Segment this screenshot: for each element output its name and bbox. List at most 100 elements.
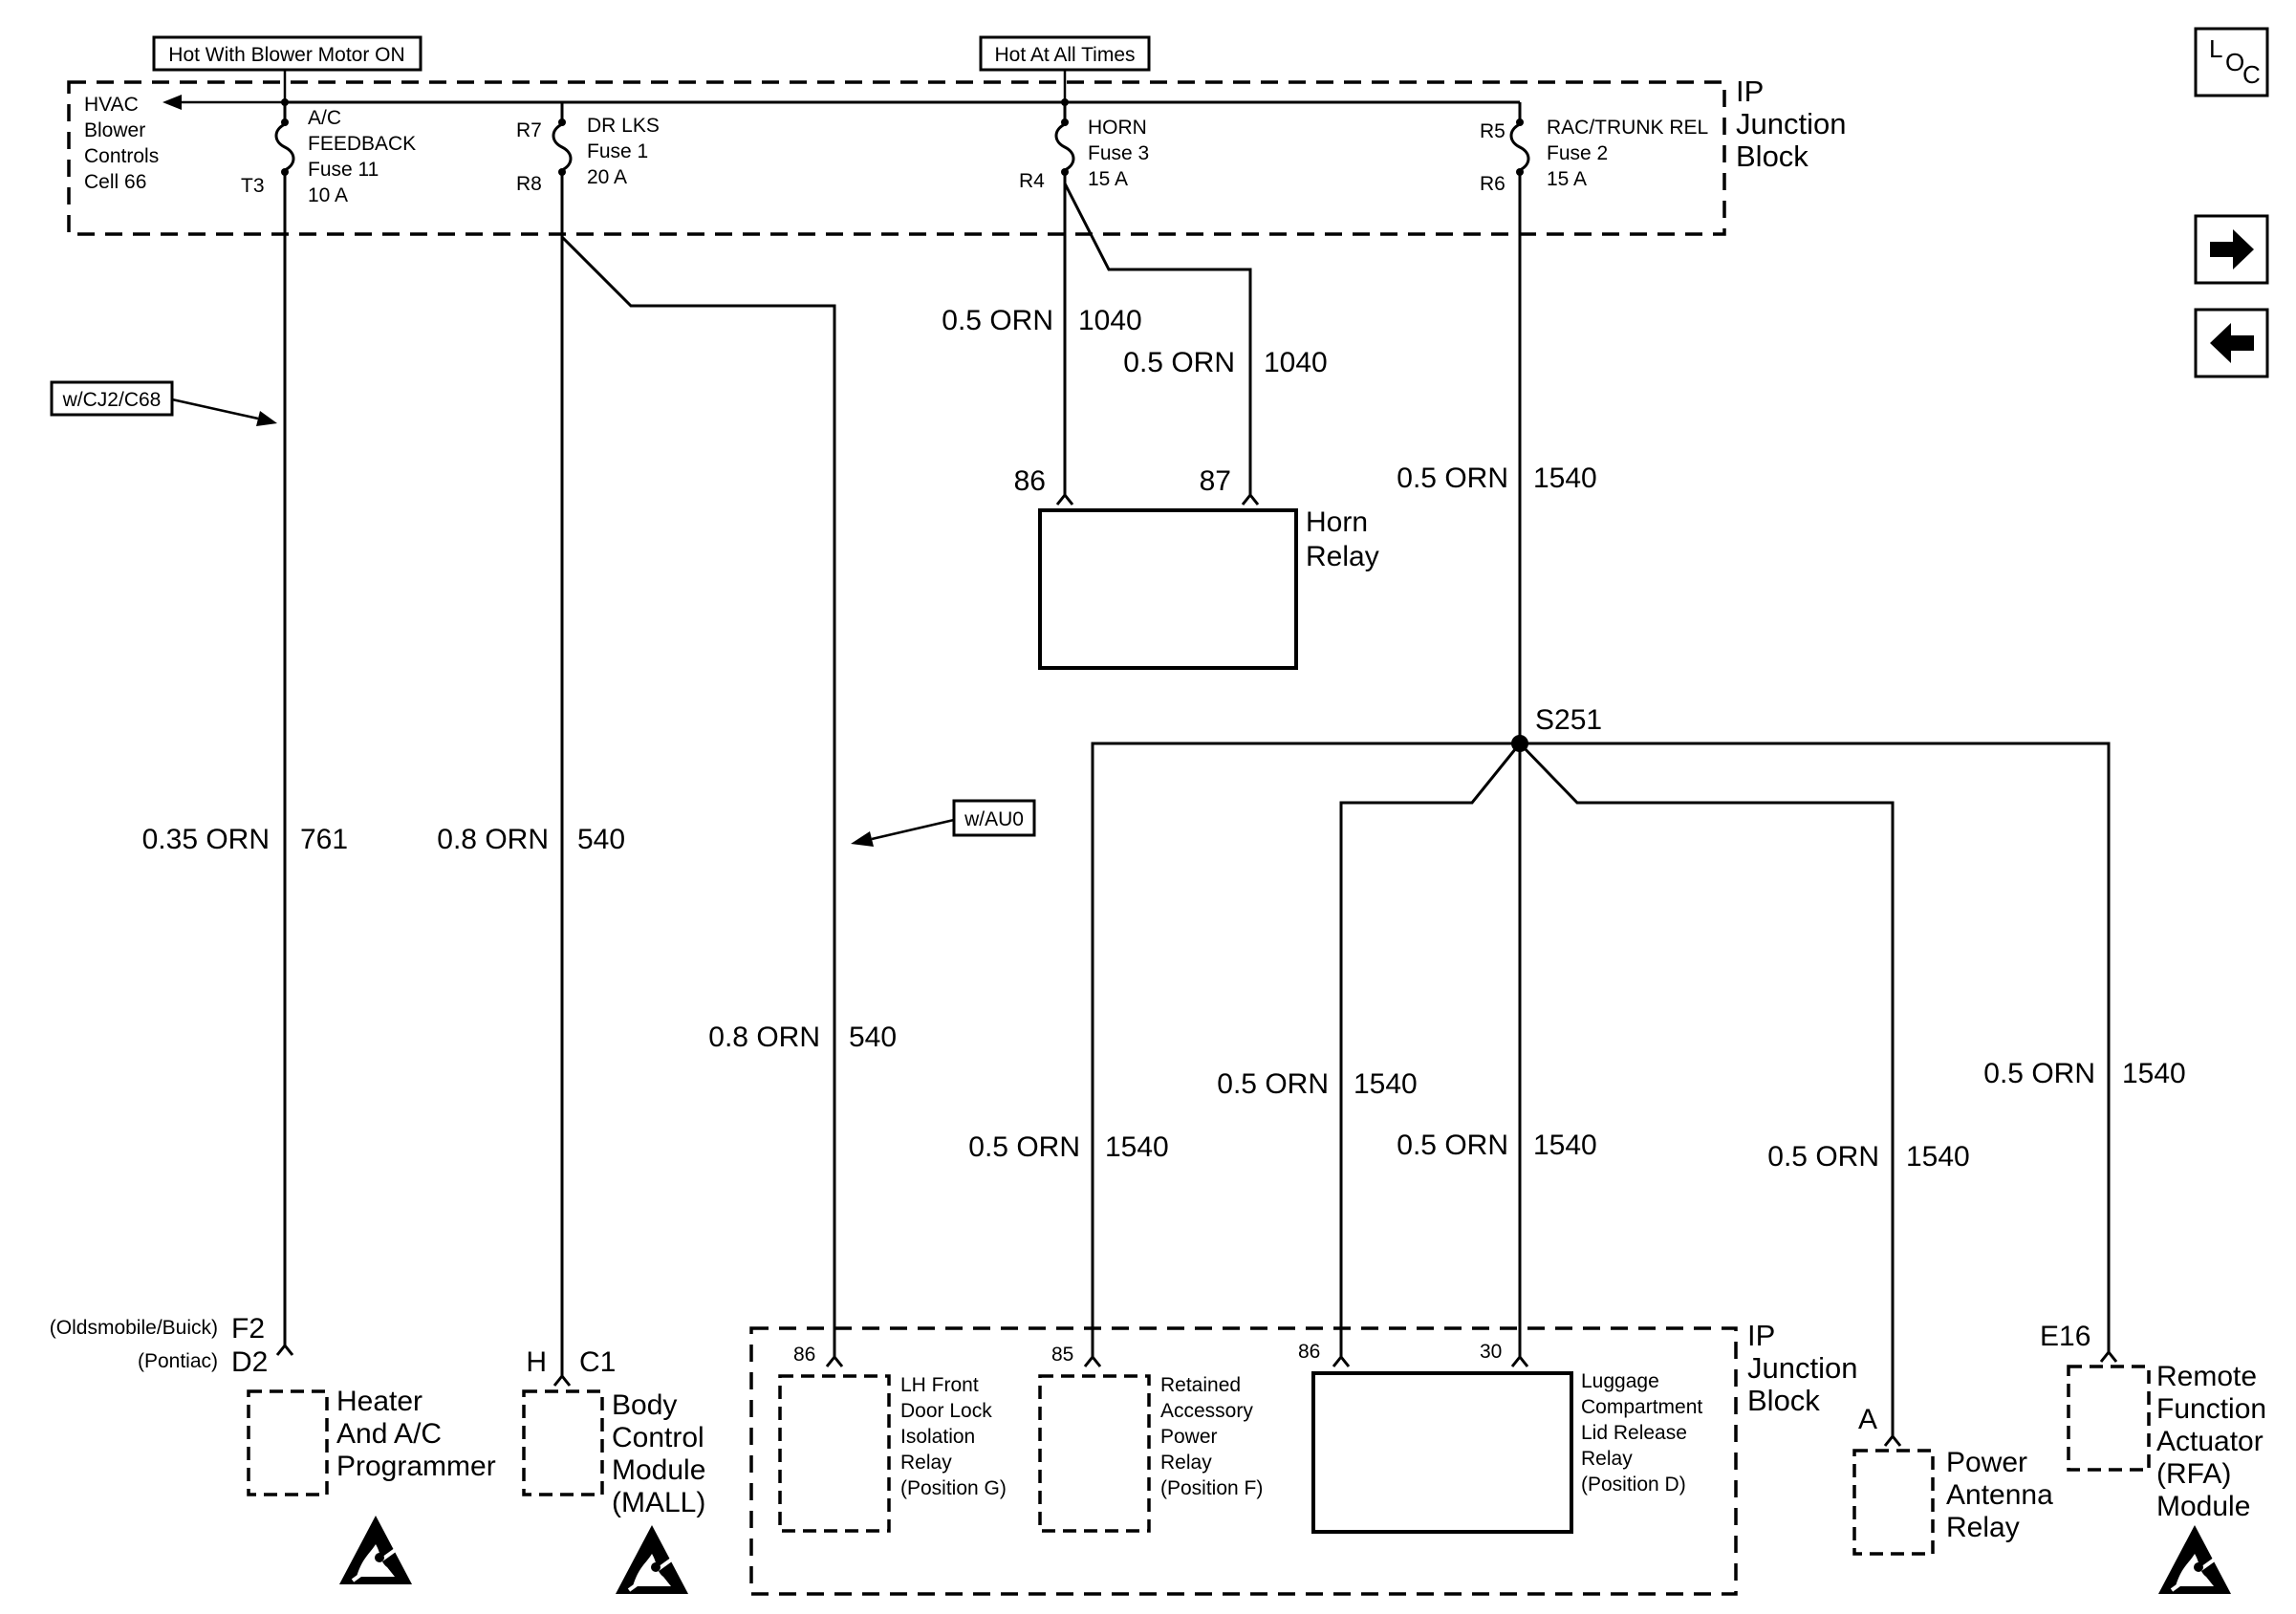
svg-text:0.5 ORN: 0.5 ORN <box>1217 1068 1329 1100</box>
svg-text:0.5 ORN: 0.5 ORN <box>1397 463 1508 494</box>
arrow-left-icon <box>162 95 182 110</box>
svg-text:R5: R5 <box>1480 120 1505 142</box>
loc-letter-c: C <box>2242 60 2261 89</box>
svg-text:RAC/TRUNK REL: RAC/TRUNK REL <box>1547 117 1708 139</box>
svg-text:(Position F): (Position F) <box>1160 1477 1263 1499</box>
svg-text:IP: IP <box>1747 1319 1775 1352</box>
wire-1540-rfa <box>1520 742 2111 1352</box>
svg-text:0.8 ORN: 0.8 ORN <box>708 1022 820 1053</box>
ip-junction-block-upper-label: IP Junction Block <box>1736 75 1846 173</box>
svg-text:Compartment: Compartment <box>1581 1396 1702 1418</box>
svg-text:Blower: Blower <box>84 119 145 141</box>
wire-1540-luggage-86 <box>1339 742 1522 1357</box>
svg-text:Heater: Heater <box>336 1386 422 1417</box>
svg-text:1540: 1540 <box>2122 1058 2186 1089</box>
svg-text:Module: Module <box>612 1454 705 1486</box>
svg-text:FEEDBACK: FEEDBACK <box>308 133 416 155</box>
svg-text:Block: Block <box>1736 140 1809 173</box>
arrow-right-icon <box>2210 229 2254 269</box>
svg-text:1540: 1540 <box>1354 1068 1418 1100</box>
svg-text:Relay: Relay <box>1306 541 1379 572</box>
svg-text:Accessory: Accessory <box>1160 1400 1253 1422</box>
connector-pins <box>275 492 2118 1447</box>
loc-letter-o: O <box>2225 48 2244 76</box>
luggage-compartment-lid-release-relay: 86 30 Luggage Compartment Lid Release Re… <box>1298 1341 1702 1534</box>
svg-text:Relay: Relay <box>1160 1452 1212 1474</box>
svg-text:761: 761 <box>300 824 348 855</box>
svg-text:R7: R7 <box>516 119 542 141</box>
svg-text:Lid Release: Lid Release <box>1581 1422 1687 1444</box>
fuse-3-horn: HORN Fuse 3 15 A R4 <box>1019 102 1149 192</box>
wire-label-1540-main: 0.5 ORN 1540 <box>1397 463 1596 494</box>
svg-text:IP: IP <box>1736 75 1764 108</box>
hot-at-all-times-header-tag: Hot At All Times <box>979 35 1151 72</box>
svg-text:1540: 1540 <box>1906 1141 1970 1173</box>
blower-motor-header-tag: Hot With Blower Motor ON <box>152 35 422 72</box>
svg-text:C1: C1 <box>579 1346 616 1378</box>
body-control-module: H C1 Body Control Module (MALL) <box>522 1346 705 1518</box>
svg-text:D2: D2 <box>231 1346 268 1378</box>
hot-at-all-times-header-text: Hot At All Times <box>994 44 1135 66</box>
svg-text:(RFA): (RFA) <box>2156 1458 2231 1490</box>
svg-text:Body: Body <box>612 1389 677 1421</box>
splice-label: S251 <box>1535 704 1602 736</box>
retained-accessory-power-relay: 85 Retained Accessory Power Relay (Posit… <box>1038 1344 1263 1533</box>
svg-text:Module: Module <box>2156 1491 2250 1522</box>
svg-text:Horn: Horn <box>1306 506 1368 538</box>
wire-1540-antenna <box>1518 742 1895 1436</box>
svg-text:DR LKS: DR LKS <box>587 115 660 137</box>
svg-text:15 A: 15 A <box>1088 168 1128 190</box>
wire-label-540-door-lock: 0.8 ORN 540 <box>708 1022 897 1053</box>
svg-text:R6: R6 <box>1480 173 1505 195</box>
ip-junction-block-lower-label: IP Junction Block <box>1747 1319 1857 1417</box>
svg-text:Cell 66: Cell 66 <box>84 171 146 193</box>
svg-text:Programmer: Programmer <box>336 1451 496 1482</box>
svg-text:0.5 ORN: 0.5 ORN <box>1767 1141 1879 1173</box>
svg-text:Controls: Controls <box>84 145 159 167</box>
svg-text:0.8 ORN: 0.8 ORN <box>437 824 549 855</box>
svg-text:Retained: Retained <box>1160 1374 1241 1396</box>
svg-text:86: 86 <box>793 1344 815 1366</box>
esd-sensitive-icon <box>614 1523 690 1596</box>
svg-text:w/CJ2/C68: w/CJ2/C68 <box>62 389 162 411</box>
svg-text:F2: F2 <box>231 1313 265 1345</box>
svg-text:1540: 1540 <box>1533 463 1597 494</box>
svg-text:Junction: Junction <box>1747 1351 1857 1385</box>
svg-text:Fuse 1: Fuse 1 <box>587 140 648 162</box>
horn-relay: 86 87 Horn Relay <box>1014 465 1379 670</box>
esd-sensitive-icon <box>2156 1523 2233 1596</box>
svg-text:540: 540 <box>577 824 625 855</box>
location-view-button[interactable]: L O C <box>2194 27 2269 97</box>
wire-1540-retained-accessory <box>1091 742 1520 1357</box>
forward-button[interactable] <box>2194 214 2269 285</box>
svg-text:A/C: A/C <box>308 107 341 129</box>
svg-text:R4: R4 <box>1019 170 1045 192</box>
ip-junction-block-upper <box>67 80 1726 236</box>
wire-label-1540-retained-accessory: 0.5 ORN 1540 <box>968 1131 1168 1163</box>
svg-text:H: H <box>526 1346 547 1378</box>
back-button[interactable] <box>2194 308 2269 378</box>
svg-text:Relay: Relay <box>1946 1512 2020 1543</box>
hvac-blower-controls-reference: HVAC Blower Controls Cell 66 <box>84 94 159 193</box>
esd-sensitive-icon <box>337 1514 414 1586</box>
heater-and-ac-programmer: (Oldsmobile/Buick) (Pontiac) F2 D2 Heate… <box>50 1313 496 1496</box>
svg-text:Fuse 11: Fuse 11 <box>308 159 379 181</box>
svg-text:E16: E16 <box>2040 1321 2090 1352</box>
svg-text:10 A: 10 A <box>308 184 348 206</box>
wire-label-1540-luggage-30: 0.5 ORN 1540 <box>1397 1130 1596 1161</box>
remote-function-actuator-module: E16 Remote Function Actuator (RFA) Modul… <box>2040 1321 2266 1522</box>
svg-text:0.5 ORN: 0.5 ORN <box>1983 1058 2095 1089</box>
svg-text:87: 87 <box>1200 465 1231 497</box>
svg-text:1040: 1040 <box>1078 305 1142 336</box>
svg-text:(Oldsmobile/Buick): (Oldsmobile/Buick) <box>50 1317 218 1339</box>
svg-text:15 A: 15 A <box>1547 168 1587 190</box>
svg-text:Power: Power <box>1160 1426 1218 1448</box>
svg-text:Junction: Junction <box>1736 107 1846 140</box>
svg-text:Relay: Relay <box>900 1452 952 1474</box>
blower-motor-header-text: Hot With Blower Motor ON <box>168 44 404 66</box>
svg-text:Luggage: Luggage <box>1581 1370 1659 1392</box>
wire-label-1040-pin86: 0.5 ORN 1040 <box>942 305 1141 336</box>
svg-text:Isolation: Isolation <box>900 1426 975 1448</box>
svg-text:86: 86 <box>1014 465 1046 497</box>
